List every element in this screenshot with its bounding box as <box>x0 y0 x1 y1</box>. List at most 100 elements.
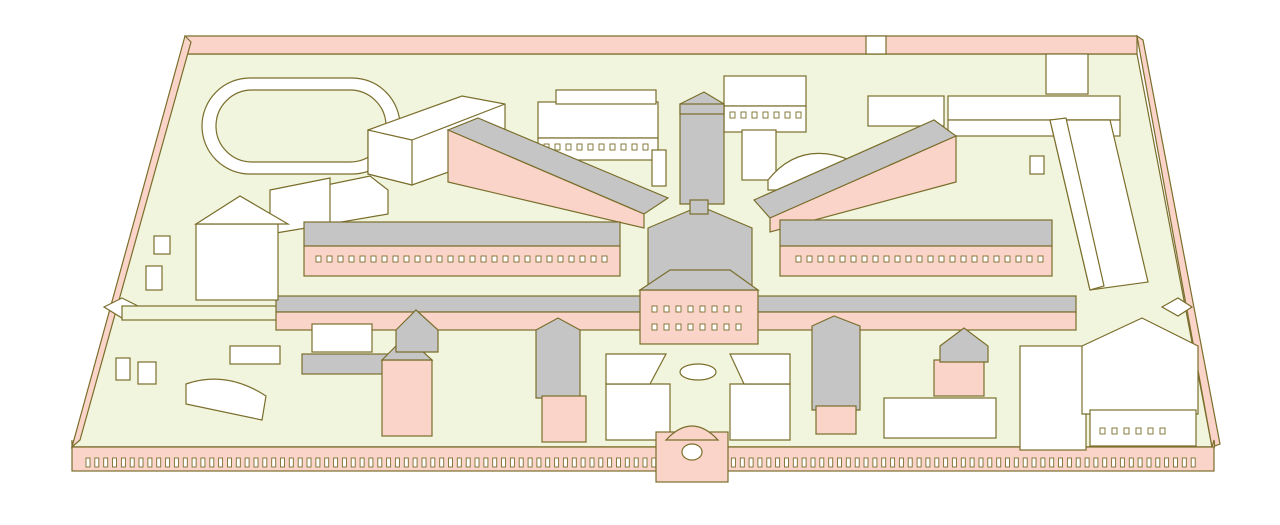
wall-window <box>483 457 489 468</box>
window <box>711 323 718 331</box>
window <box>960 255 967 263</box>
wall-window <box>156 457 162 468</box>
wall-window <box>341 457 347 468</box>
wall-window <box>1173 457 1178 468</box>
wall-window <box>112 457 117 468</box>
wall-window <box>784 457 789 468</box>
wall-window <box>518 457 524 468</box>
window <box>502 255 509 263</box>
window <box>491 255 498 263</box>
window <box>993 255 1000 263</box>
window <box>348 255 355 263</box>
window <box>392 255 399 263</box>
wall-window <box>191 457 197 468</box>
wall-window <box>1137 457 1143 468</box>
window <box>359 255 366 263</box>
window <box>971 255 978 263</box>
cell-block-east-wing <box>779 219 1053 277</box>
window <box>642 143 649 151</box>
window <box>949 255 956 263</box>
wall-window <box>872 457 878 468</box>
wall-window <box>85 457 91 468</box>
wall-window <box>147 457 153 468</box>
wall-window <box>589 457 595 468</box>
window <box>729 111 736 119</box>
window <box>447 255 454 263</box>
window <box>927 255 934 263</box>
window <box>414 255 421 263</box>
wall-window <box>1190 457 1196 468</box>
wall-window <box>1128 457 1134 468</box>
running-track <box>201 77 401 175</box>
wall-window <box>969 457 975 468</box>
window <box>557 255 564 263</box>
window <box>598 143 605 151</box>
window <box>699 305 706 313</box>
cell-block-north-wing <box>679 91 725 205</box>
wall-window <box>890 457 896 468</box>
wall-window <box>1181 457 1187 468</box>
wall-window <box>474 457 480 468</box>
wall-window <box>881 457 887 468</box>
window <box>631 143 638 151</box>
wall-window <box>943 457 949 468</box>
wall-window <box>448 457 453 468</box>
wall-window <box>1022 457 1028 468</box>
window <box>751 111 758 119</box>
wall-window <box>934 457 940 468</box>
window <box>546 255 553 263</box>
window <box>565 143 572 151</box>
wall-window <box>1075 457 1081 468</box>
window <box>699 323 706 331</box>
window <box>601 255 608 263</box>
wall-window <box>297 457 303 468</box>
window <box>839 255 846 263</box>
wall-window <box>350 457 356 468</box>
wall-window <box>1005 457 1010 468</box>
wall-window <box>907 457 913 468</box>
administration-building <box>638 269 760 345</box>
window <box>938 255 945 263</box>
wall-window <box>1119 457 1125 468</box>
wall-window <box>837 457 842 468</box>
wall-window <box>129 457 135 468</box>
window <box>590 255 597 263</box>
wall-window <box>94 457 100 468</box>
window <box>762 111 769 119</box>
wall-window <box>253 457 259 468</box>
wall-window <box>324 457 330 468</box>
window <box>1015 255 1022 263</box>
wall-window <box>828 457 834 468</box>
window <box>872 255 879 263</box>
window <box>326 255 333 263</box>
window <box>663 305 670 313</box>
wall-window <box>403 457 409 468</box>
window <box>579 255 586 263</box>
wall-window <box>1049 457 1055 468</box>
wall-window <box>554 457 560 468</box>
window <box>425 255 432 263</box>
wall-window <box>421 457 427 468</box>
window <box>1123 427 1130 435</box>
west-front-buildings <box>185 309 439 437</box>
window <box>651 323 658 331</box>
window <box>850 255 857 263</box>
wall-window <box>536 457 542 468</box>
window <box>784 111 791 119</box>
wall-window <box>1093 457 1099 468</box>
window <box>568 255 575 263</box>
window <box>370 255 377 263</box>
wall-window <box>120 457 126 468</box>
wall-window <box>182 457 188 468</box>
wall-window <box>527 457 533 468</box>
main-gate <box>655 425 729 483</box>
wall-window <box>368 457 374 468</box>
window <box>687 323 694 331</box>
wall-window <box>916 457 922 468</box>
wall-window <box>209 457 215 468</box>
outer-wall-back <box>184 35 1138 55</box>
wall-window <box>854 457 860 468</box>
wall-window <box>651 457 657 468</box>
wall-window <box>1084 457 1090 468</box>
window <box>403 255 410 263</box>
